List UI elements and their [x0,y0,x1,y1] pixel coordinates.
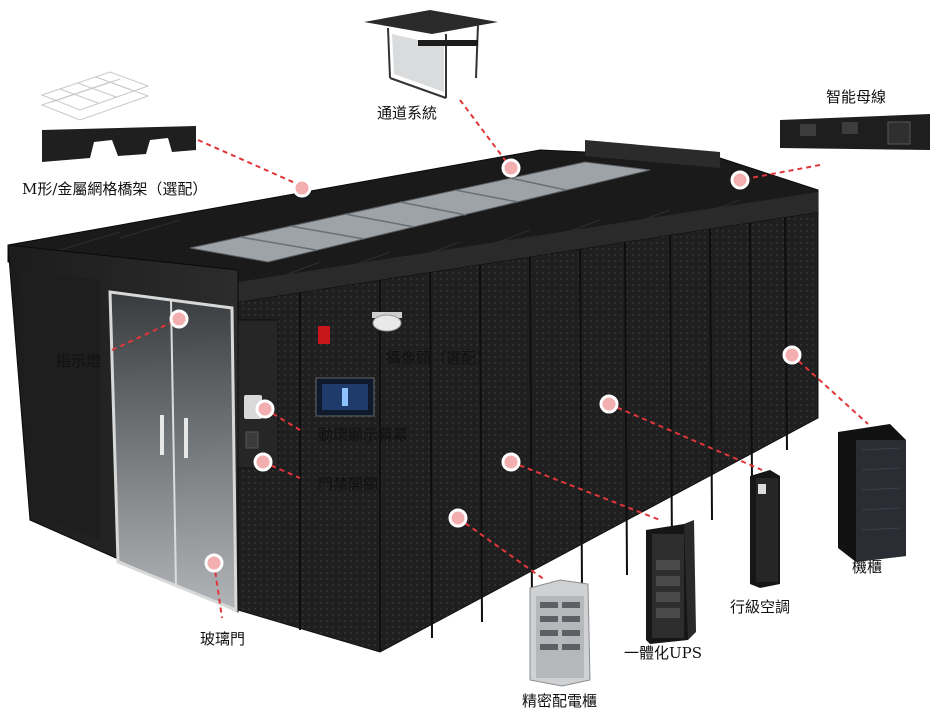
busway-icon [780,114,930,150]
label-ups: 一體化UPS [624,644,703,662]
leader-row-ac [608,403,763,471]
leader-indicator [111,318,180,351]
label-aisle-system: 通道系統 [377,104,438,122]
marker-display [255,399,275,419]
marker-rack [782,345,802,365]
camera-icon [372,312,402,332]
display-screen-icon [315,377,375,417]
exit-button[interactable] [245,431,259,449]
label-env-display: 動環顯示幕幕 [318,426,409,444]
label-camera: 攝像頭（選配） [386,349,492,367]
label-pdu-cabinet: 精密配電櫃 [522,692,598,710]
front-side-panel [20,270,100,540]
pdu-cabinet-photo-icon [529,579,591,687]
markers [169,158,802,573]
marker-row-ac [599,394,619,414]
indicator-lamp-icon [318,326,330,344]
leader-access [262,461,301,479]
label-access-control: 門禁開關 [318,475,379,493]
leader-rack [791,354,869,425]
marker-ups [501,452,521,472]
label-row-ac: 行級空調 [730,598,791,616]
leader-lines [111,99,869,619]
module-back-cap [585,140,720,168]
leader-cable-tray [197,139,303,187]
label-busway: 智能母線 [826,88,887,106]
aisle-frame-icon [364,10,498,99]
leader-display [264,408,301,431]
rack-photo-icon [838,424,906,562]
roof-panel-seams [239,177,567,251]
leader-busway [739,164,821,181]
label-indicator-light: 指示燈 [56,352,102,370]
label-rack: 機櫃 [852,558,883,576]
containment-module [7,140,819,653]
marker-glass-door [204,553,224,573]
label-glass-door: 玻璃門 [200,630,246,648]
marker-busway [730,170,750,190]
door-handle-left[interactable] [160,415,164,455]
label-cable-tray: M形/金屬網格橋架（選配） [22,180,208,198]
cabinet-seams [299,214,788,652]
cable-tray-icon [40,71,196,162]
aisle-roof-panels [189,161,651,263]
ups-photo-icon [646,520,696,644]
marker-access [253,452,273,472]
marker-cable-tray [292,178,312,198]
marker-pdu [448,508,468,528]
marker-aisle [501,158,521,178]
roof-hatching [59,199,741,286]
marker-indicator [169,309,189,329]
door-handle-right[interactable] [184,418,188,458]
row-ac-photo-icon [750,470,780,588]
leader-aisle [459,99,512,169]
module-top-edge [238,192,818,302]
